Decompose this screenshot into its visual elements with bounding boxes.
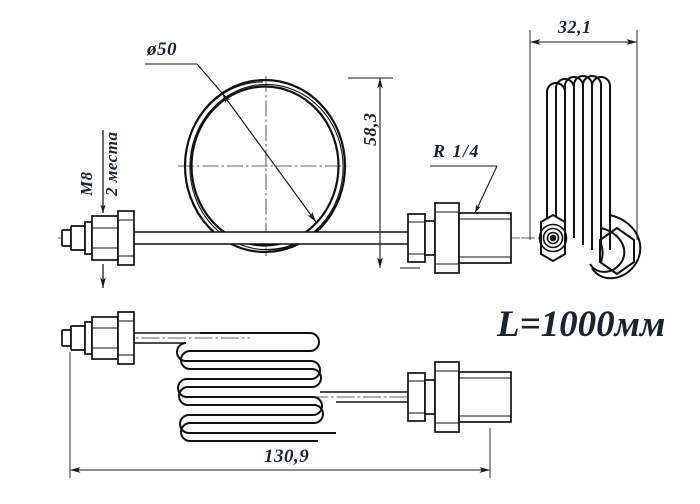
front-tube	[112, 231, 412, 245]
diameter-arrow	[221, 92, 317, 223]
side-hex-nut-left	[538, 213, 568, 263]
label-height-58-3: 58,3	[360, 112, 380, 147]
left-fitting-front	[61, 210, 135, 266]
front-view	[58, 63, 520, 288]
coil-circle	[183, 78, 347, 254]
dimension-58-3	[348, 77, 420, 269]
side-hex-nut-right	[599, 226, 635, 276]
diameter-leader	[145, 63, 223, 94]
label-width-32-1: 32,1	[558, 17, 592, 37]
side-coil-turns	[546, 75, 611, 250]
right-fitting-front	[407, 202, 512, 274]
label-two-places: 2 места	[102, 131, 121, 197]
label-total-length: L=1000мм	[497, 304, 666, 345]
label-thread-m8: M8	[77, 171, 96, 196]
side-coil-return-bend	[589, 214, 642, 280]
r14-leader	[430, 165, 498, 214]
label-diameter-50: ø50	[147, 39, 177, 60]
front-view-centerlines	[178, 76, 350, 256]
dimension-130-9	[69, 352, 491, 478]
label-thread-r14: R 1/4	[433, 141, 481, 161]
dimension-32-1	[529, 30, 638, 240]
side-view	[521, 30, 642, 280]
flat-coil-view	[61, 311, 512, 478]
flat-coil-turns	[176, 332, 336, 442]
right-fitting-flat	[407, 361, 512, 433]
label-length-130-9: 130,9	[264, 446, 310, 467]
left-fitting-flat	[61, 311, 135, 365]
flat-tube-out	[320, 391, 412, 403]
